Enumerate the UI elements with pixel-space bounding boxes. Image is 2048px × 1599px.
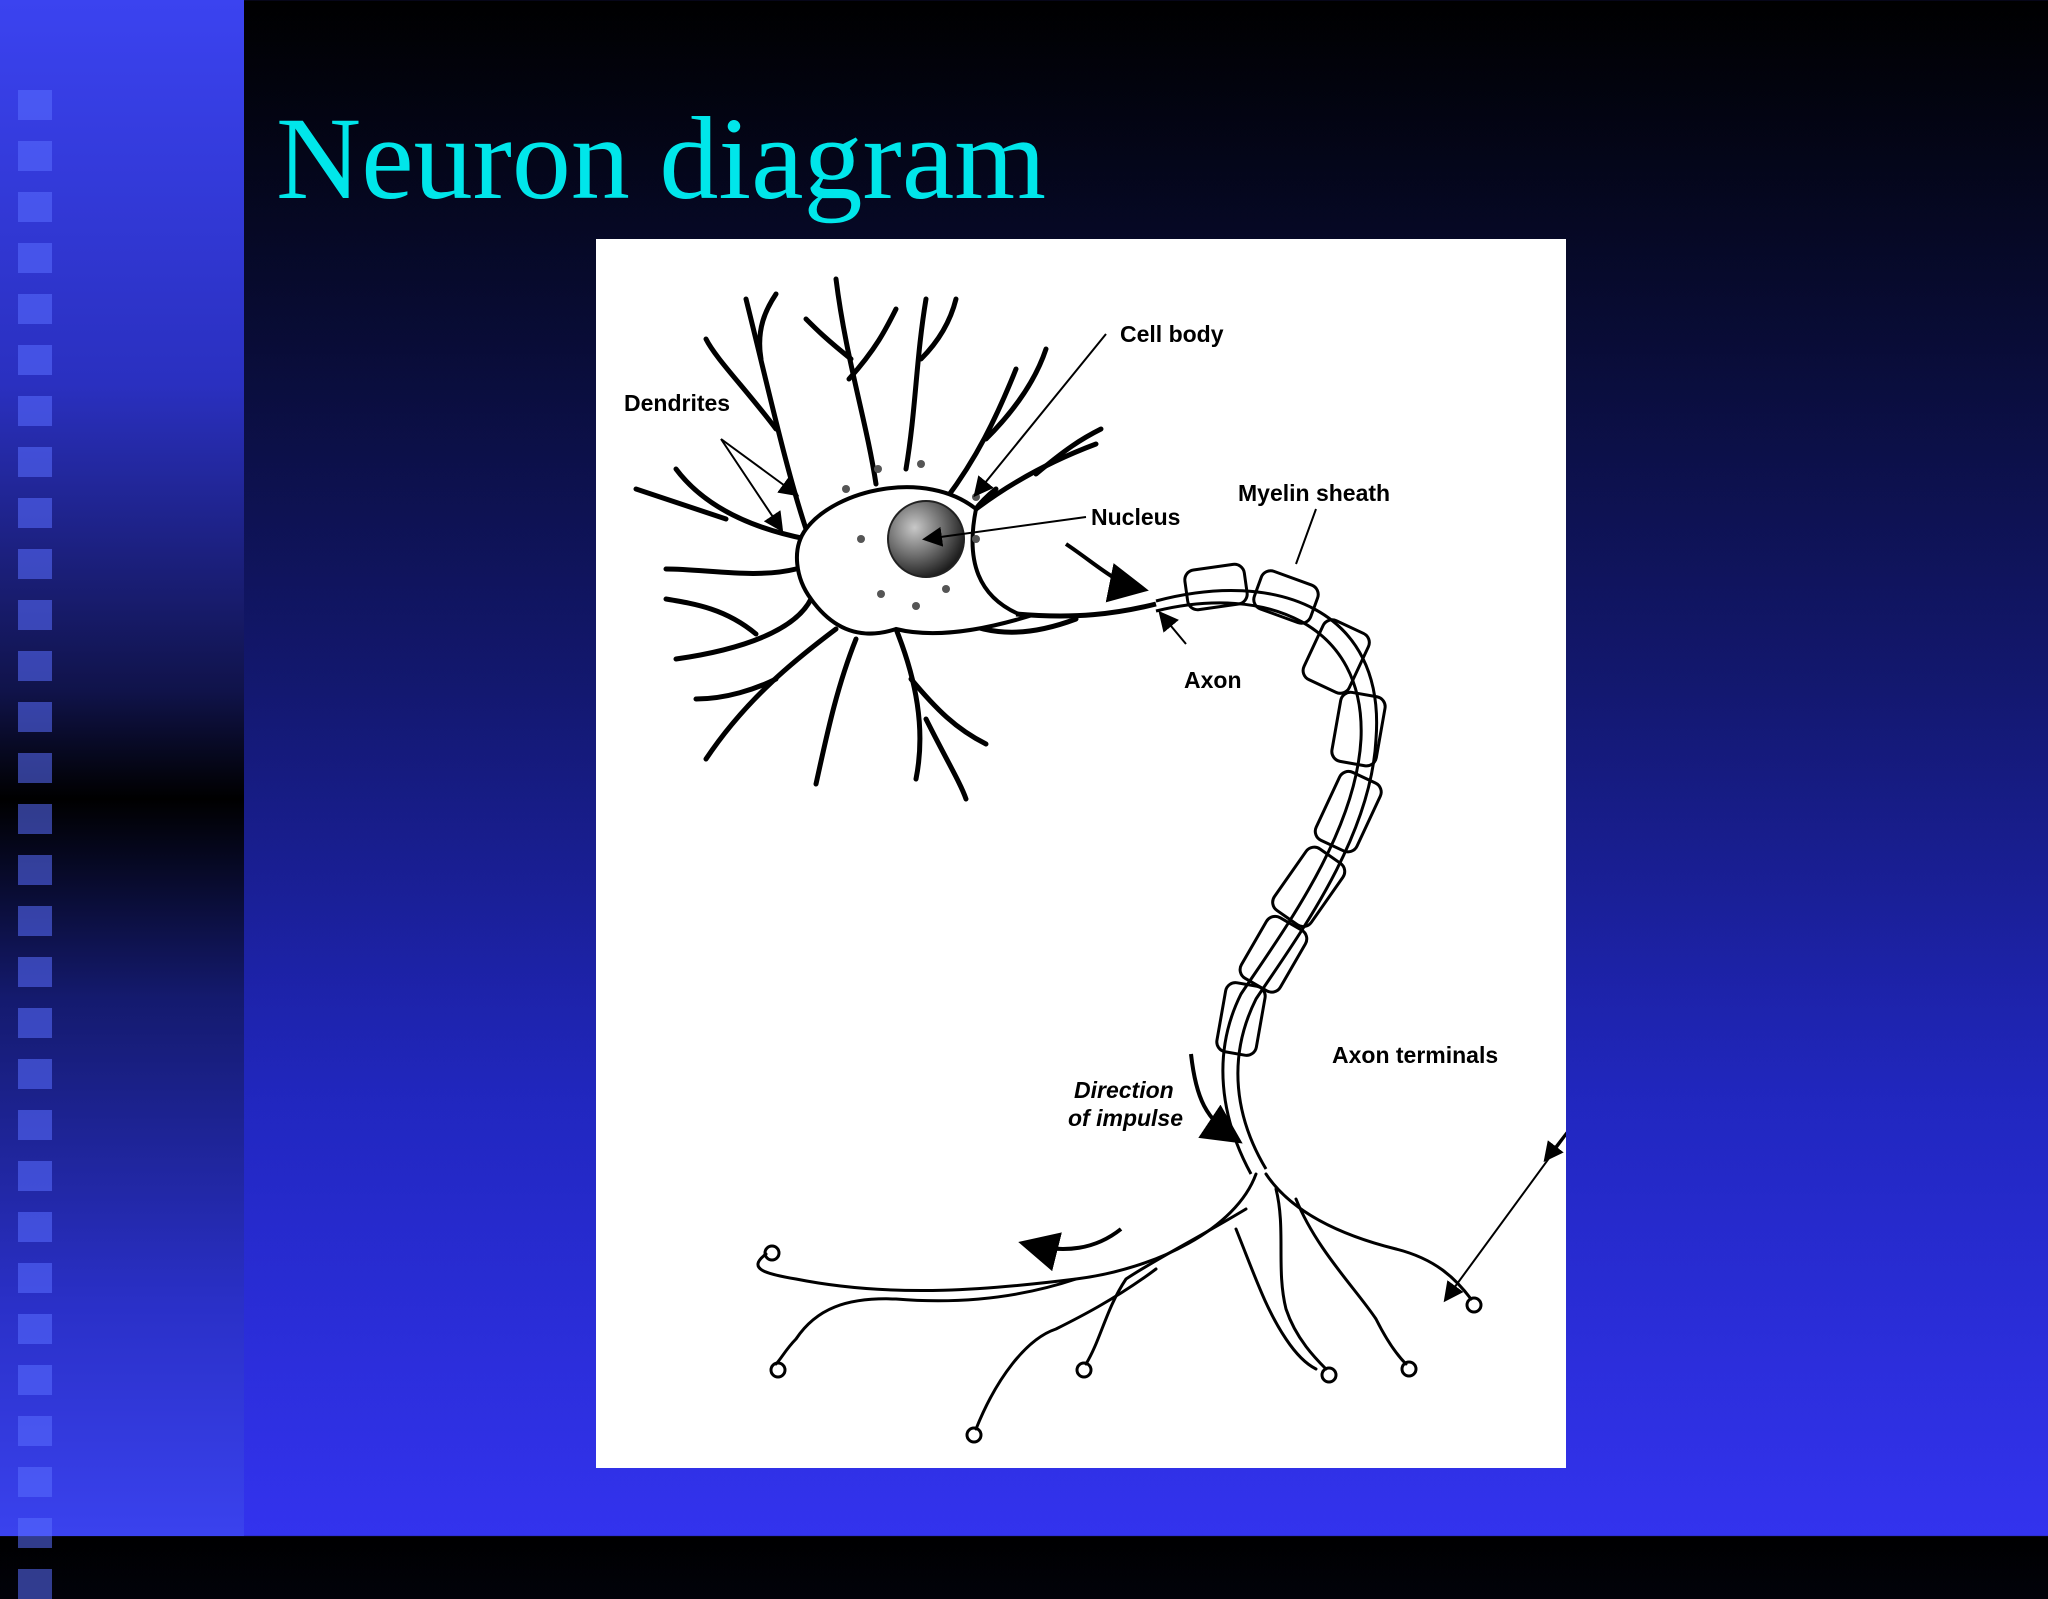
decorative-square <box>18 294 52 324</box>
label-direction: Direction <box>1074 1077 1174 1103</box>
label-nucleus: Nucleus <box>1091 504 1180 530</box>
decorative-square <box>18 192 52 222</box>
decorative-square <box>18 396 52 426</box>
decorative-square <box>18 804 52 834</box>
decorative-square <box>18 498 52 528</box>
label-cell-body: Cell body <box>1120 321 1224 347</box>
decorative-square <box>18 345 52 375</box>
decorative-square <box>18 600 52 630</box>
decorative-square <box>18 90 52 120</box>
decorative-square <box>18 447 52 477</box>
neuron-illustration: Cell body Dendrites Nucleus Myelin sheat… <box>624 276 1566 1444</box>
decorative-side-strip <box>0 0 244 1599</box>
decorative-square <box>18 957 52 987</box>
label-leader-lines <box>720 333 1566 1303</box>
decorative-square <box>18 1212 52 1242</box>
decorative-square <box>18 549 52 579</box>
decorative-square <box>18 1569 52 1599</box>
myelin-sheath-drawing <box>1155 562 1387 1175</box>
decorative-square <box>18 1161 52 1191</box>
label-axon-terminals: Axon terminals <box>1332 1042 1498 1068</box>
decorative-square <box>18 1008 52 1038</box>
decorative-square <box>18 702 52 732</box>
decorative-square <box>18 906 52 936</box>
decorative-square <box>18 651 52 681</box>
neuron-diagram-figure: Cell body Dendrites Nucleus Myelin sheat… <box>596 239 1566 1468</box>
axon-shape <box>1015 601 1157 619</box>
label-of-impulse: of impulse <box>1068 1105 1183 1131</box>
label-dendrites: Dendrites <box>624 390 730 416</box>
slide-title: Neuron diagram <box>276 93 1046 224</box>
label-axon: Axon <box>1184 667 1242 693</box>
decorative-square <box>18 1314 52 1344</box>
decorative-square <box>18 855 52 885</box>
cytoplasm-granules <box>842 460 980 610</box>
decorative-square <box>18 1263 52 1293</box>
decorative-square <box>18 1365 52 1395</box>
decorative-square <box>18 1518 52 1548</box>
decorative-square <box>18 243 52 273</box>
label-myelin-sheath: Myelin sheath <box>1238 480 1390 506</box>
decorative-square <box>18 1059 52 1089</box>
decorative-square <box>18 753 52 783</box>
decorative-square <box>18 1467 52 1497</box>
decorative-square <box>18 1416 52 1446</box>
decorative-square <box>18 1110 52 1140</box>
axon-terminals-drawing <box>756 1172 1483 1444</box>
decorative-square <box>18 141 52 171</box>
